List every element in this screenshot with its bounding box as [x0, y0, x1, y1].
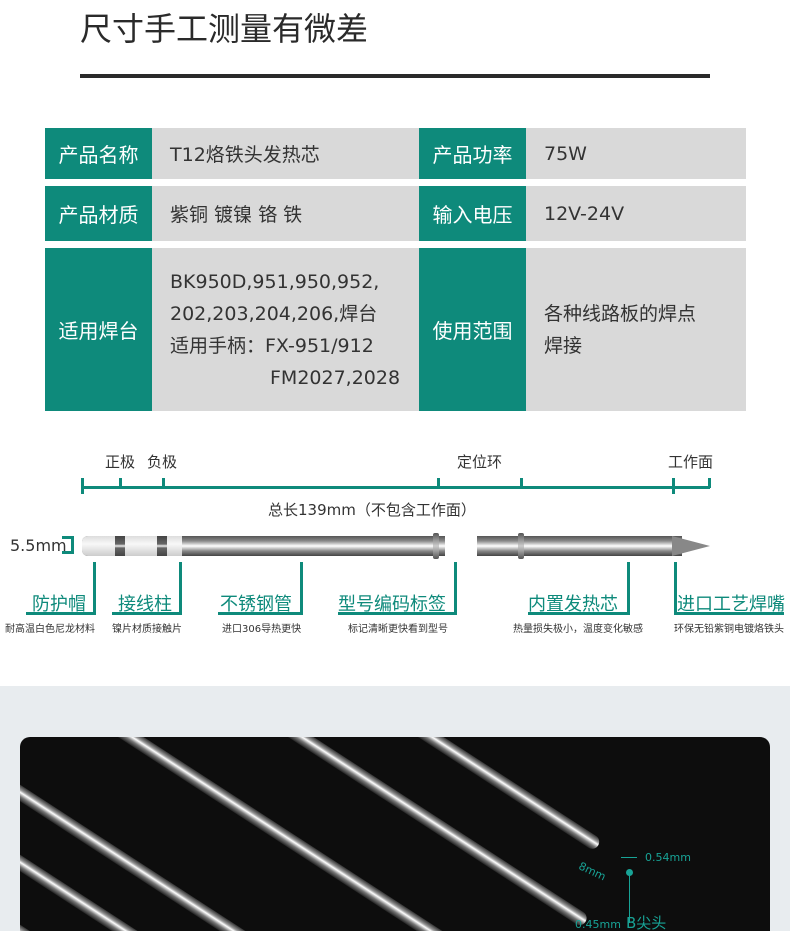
scale-tick: [672, 478, 675, 494]
soldering-tip: [672, 536, 710, 556]
callout-subtitle: 环保无铅紫铜电镀烙铁头: [674, 624, 784, 635]
callout-subtitle: 耐高温白色尼龙材料: [5, 624, 95, 635]
page-title: 尺寸手工测量有微差: [80, 10, 369, 48]
spec-value: T12烙铁头发热芯: [152, 128, 419, 179]
spec-line: 各种线路板的焊点: [544, 302, 697, 325]
callout-title: 防护帽: [32, 594, 86, 615]
model-label-band: [445, 536, 477, 556]
spec-label: 输入电压: [419, 186, 526, 241]
tip-rod: [376, 737, 602, 852]
title-divider: [80, 74, 710, 78]
spec-line: 适用手柄：FX-951/912: [170, 334, 374, 357]
positioning-ring: [518, 533, 524, 559]
scale-tick: [520, 478, 523, 488]
working-face-label: 工作面: [668, 453, 714, 471]
spec-value: 各种线路板的焊点 焊接: [526, 248, 746, 411]
annotation-dot: [626, 869, 633, 876]
positive-label: 正极: [105, 453, 136, 471]
tip-width-annotation: 0.45mm: [575, 918, 621, 931]
callout-subtitle: 标记清晰更快看到型号: [348, 624, 448, 635]
spec-line: FM2027,2028: [270, 366, 401, 389]
scale-tick: [708, 478, 711, 488]
spec-label: 适用焊台: [45, 248, 152, 411]
spec-label: 产品材质: [45, 186, 152, 241]
tip-length-annotation: 8mm: [576, 859, 608, 884]
spec-table: 产品名称 T12烙铁头发热芯 产品功率 75W 产品材质 紫铜 镀镍 铬 铁 输…: [45, 128, 746, 418]
scale-tick: [162, 478, 165, 488]
spec-line: 焊接: [544, 334, 583, 357]
callout-title: 内置发热芯: [528, 594, 618, 615]
callout-title: 型号编码标签: [338, 594, 446, 615]
positioning-ring: [433, 533, 439, 559]
scale-tick: [81, 478, 84, 494]
callout-title: 不锈钢管: [220, 594, 292, 615]
spec-row: 产品名称 T12烙铁头发热芯 产品功率 75W: [45, 128, 746, 179]
positioning-ring-label: 定位环: [457, 453, 503, 471]
spec-value: 12V-24V: [526, 186, 746, 241]
diameter-bracket: [62, 536, 74, 554]
spec-value: BK950D,951,950,952, 202,203,204,206,焊台 适…: [152, 248, 419, 411]
callout-subtitle: 进口306导热更快: [222, 624, 302, 635]
negative-label: 负极: [147, 453, 178, 471]
tip-rod: [246, 737, 590, 928]
spec-label: 产品名称: [45, 128, 152, 179]
protective-cap: [82, 536, 182, 556]
spec-row: 产品材质 紫铜 镀镍 铬 铁 输入电压 12V-24V: [45, 186, 746, 241]
tip-width-annotation: 0.54mm: [645, 851, 691, 864]
callout-title: 接线柱: [118, 594, 172, 615]
scale-line: [82, 486, 710, 489]
spec-line: 202,203,204,206,焊台: [170, 302, 378, 325]
scale-tick: [119, 478, 122, 488]
callout-title: 进口工艺焊嘴: [677, 594, 785, 615]
spec-label: 产品功率: [419, 128, 526, 179]
callout-subtitle: 热量损失极小，温度变化敏感: [513, 624, 643, 635]
contact-band: [115, 536, 125, 556]
total-length-label: 总长139mm（不包含工作面）: [268, 501, 476, 519]
diameter-label: 5.5mm: [10, 536, 67, 555]
contact-band: [157, 536, 167, 556]
tip-rod-illustration: [82, 536, 682, 556]
spec-label: 使用范围: [419, 248, 526, 411]
spec-value: 75W: [526, 128, 746, 179]
spec-row: 适用焊台 BK950D,951,950,952, 202,203,204,206…: [45, 248, 746, 411]
product-photo: 0.54mm 8mm 0.45mm B尖头: [20, 737, 770, 931]
spec-value: 紫铜 镀镍 铬 铁: [152, 186, 419, 241]
scale-tick: [437, 478, 440, 488]
spec-line: BK950D,951,950,952,: [170, 270, 380, 293]
tip-type-annotation: B尖头: [626, 914, 667, 931]
callout-subtitle: 镍片材质接触片: [112, 624, 182, 635]
